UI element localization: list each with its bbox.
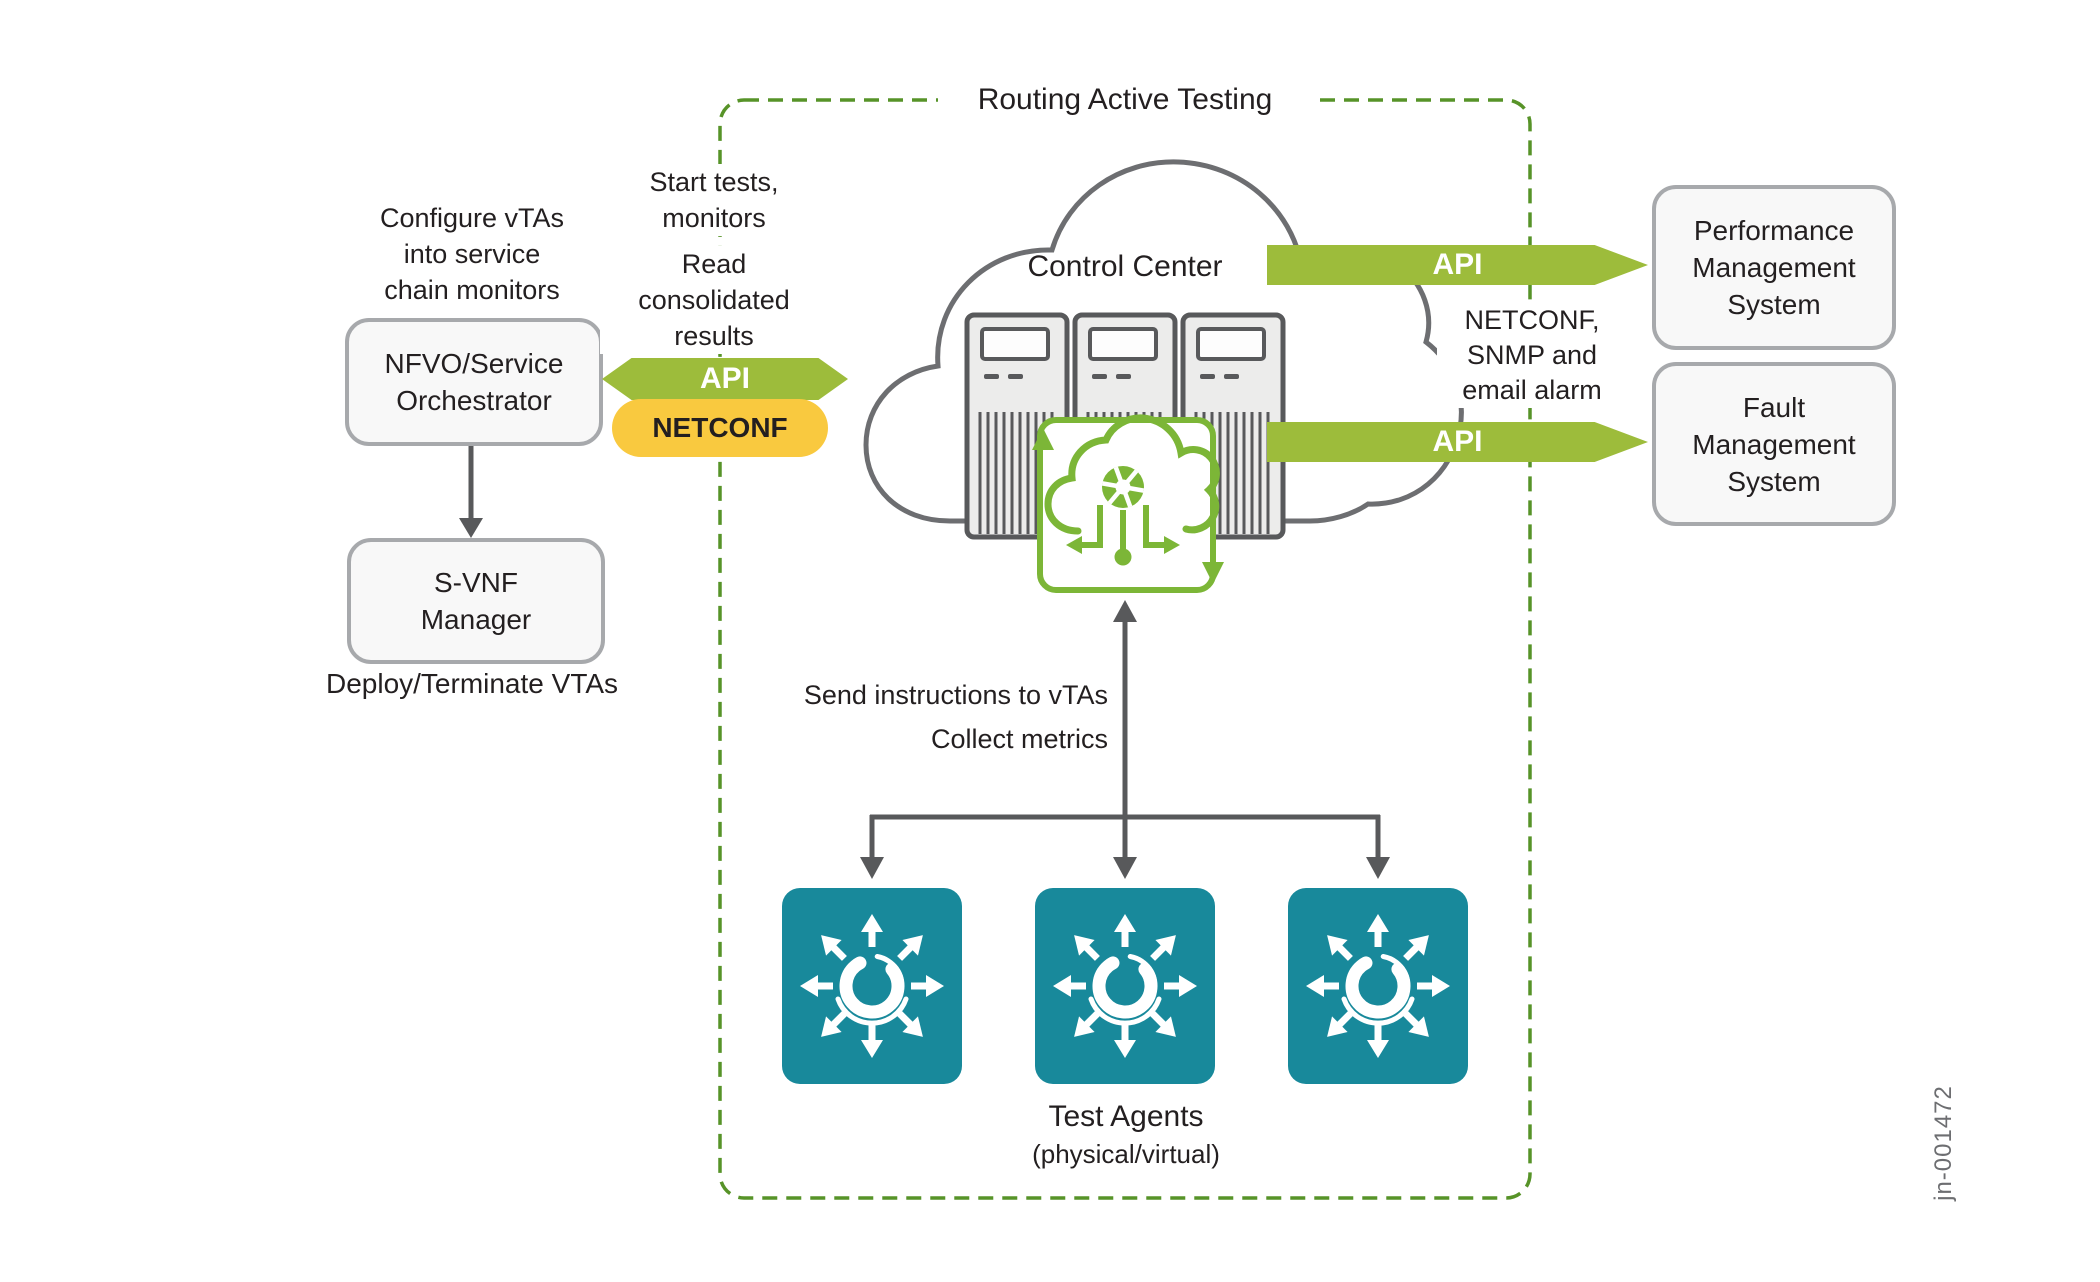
test-agents-sublabel: (physical/virtual) [1032, 1139, 1220, 1169]
cloud-automation-icon [1032, 414, 1224, 593]
netconf-label: NETCONF [652, 412, 788, 443]
test-agent-tile [1035, 888, 1215, 1084]
netconf-badge: NETCONF [612, 399, 828, 457]
test-agents-label: Test Agents [1048, 1100, 1204, 1133]
fault-management-system-box: Fault Management System [1652, 362, 1896, 526]
api-label: API [1432, 425, 1483, 458]
control-center-label: Control Center [1027, 250, 1223, 283]
api-bidirectional-arrow: API [602, 358, 848, 400]
nfvo-to-svnf-arrow [459, 437, 483, 538]
api-arrow-performance: API [1267, 245, 1648, 285]
api-label: API [1432, 248, 1483, 281]
send-instructions-note: Send instructions to vTAs [803, 680, 1108, 710]
test-agent-icon [1288, 888, 1468, 1084]
test-agent-icon [782, 888, 962, 1084]
start-tests-note: Start tests, monitors [600, 164, 828, 236]
api-arrow-fault: API [1267, 422, 1648, 462]
collect-metrics-note: Collect metrics [930, 724, 1108, 754]
test-agent-tile [782, 888, 962, 1084]
svnf-manager-box: S-VNF Manager [347, 538, 605, 664]
nfvo-service-orchestrator-box: NFVO/Service Orchestrator [345, 318, 603, 446]
configure-vtas-note: Configure vTAs into service chain monito… [340, 200, 604, 308]
figure-id: jn-001472 [1930, 1085, 1957, 1201]
control-center-to-agents-arrow [860, 600, 1390, 879]
diagram-title: Routing Active Testing [938, 78, 1312, 122]
protocol-note: NETCONF, SNMP and email alarm [1437, 303, 1627, 408]
read-results-note: Read consolidated results [600, 246, 828, 354]
routing-active-testing-boundary [718, 98, 1532, 1200]
test-agent-tile [1288, 888, 1468, 1084]
api-label: API [699, 362, 750, 395]
performance-management-system-box: Performance Management System [1652, 185, 1896, 350]
test-agent-icon [1035, 888, 1215, 1084]
deploy-terminate-note: Deploy/Terminate VTAs [312, 666, 632, 702]
